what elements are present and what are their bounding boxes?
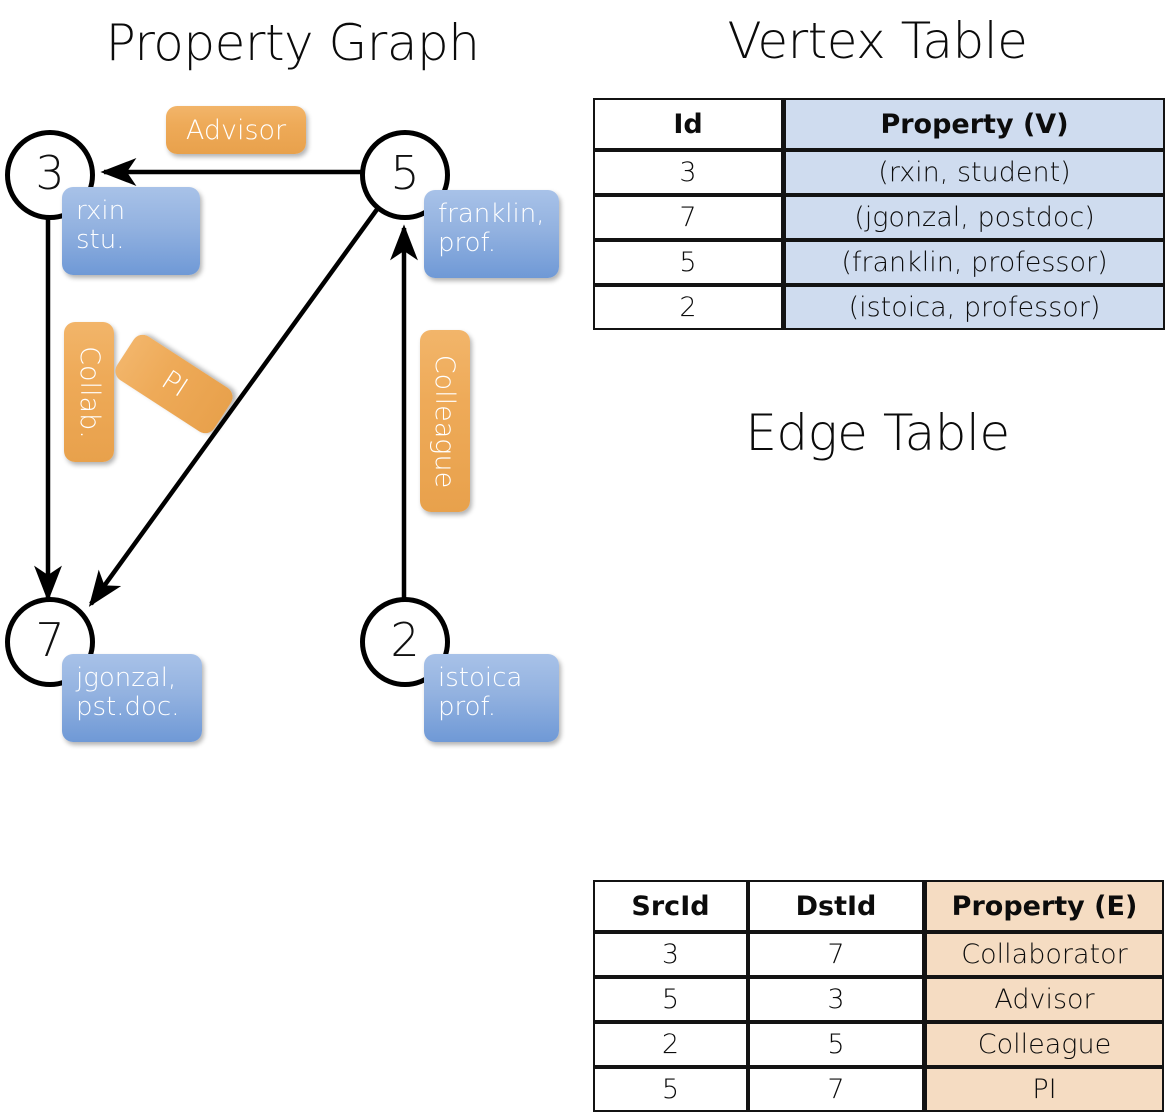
edge-cell-property: Advisor — [924, 977, 1164, 1022]
graph-node-5-label: 5 — [390, 146, 420, 200]
page-title-edge-table: Edge Table — [745, 404, 1010, 462]
vertex-callout-jgonzal: jgonzal, pst.doc. — [62, 654, 202, 742]
edge-table-header-row: SrcId DstId Property (E) — [593, 880, 1164, 932]
edge-cell-dstid: 5 — [748, 1022, 924, 1067]
graph-edges-svg — [34, 158, 418, 607]
table-row[interactable]: 5 3 Advisor — [593, 977, 1164, 1022]
vertex-callout-rxin: rxin stu. — [62, 187, 200, 275]
graph-node-2-label: 2 — [390, 613, 420, 667]
edge-cell-srcid: 3 — [593, 932, 748, 977]
edge-pi-5-to-7 — [88, 206, 380, 607]
edge-callout-pi-label: PI — [155, 364, 193, 404]
table-row[interactable]: 5 (franklin, professor) — [593, 240, 1165, 285]
edge-cell-srcid: 2 — [593, 1022, 748, 1067]
table-row[interactable]: 3 (rxin, student) — [593, 150, 1165, 195]
edge-cell-srcid: 5 — [593, 977, 748, 1022]
table-row[interactable]: 3 7 Collaborator — [593, 932, 1164, 977]
edge-callout-colleague-label: Colleague — [429, 354, 461, 488]
page-title-vertex-table: Vertex Table — [727, 12, 1028, 70]
edge-cell-dstid: 3 — [748, 977, 924, 1022]
table-row[interactable]: 2 5 Colleague — [593, 1022, 1164, 1067]
page-title-property-graph: Property Graph — [105, 14, 480, 72]
graph-node-2[interactable]: 2 — [360, 597, 450, 687]
vertex-table-header-id: Id — [593, 98, 783, 150]
edge-callout-advisor-label: Advisor — [185, 114, 287, 146]
edge-cell-property: Collaborator — [924, 932, 1164, 977]
vertex-table-header-row: Id Property (V) — [593, 98, 1165, 150]
edge-table-header-property: Property (E) — [924, 880, 1164, 932]
property-graph-panel: Property Graph 3 5 7 2 — [0, 0, 585, 760]
table-row[interactable]: 2 (istoica, professor) — [593, 285, 1165, 330]
edge-cell-srcid: 5 — [593, 1067, 748, 1112]
vertex-cell-property: (rxin, student) — [783, 150, 1165, 195]
edge-callout-collab: Collab. — [64, 322, 114, 462]
table-row[interactable]: 7 (jgonzal, postdoc) — [593, 195, 1165, 240]
table-row[interactable]: 5 7 PI — [593, 1067, 1164, 1112]
graph-node-3-label: 3 — [35, 146, 65, 200]
vertex-cell-id: 7 — [593, 195, 783, 240]
vertex-table: Id Property (V) 3 (rxin, student) 7 (jgo… — [593, 98, 1165, 330]
vertex-callout-franklin: franklin, prof. — [424, 190, 559, 278]
edge-callout-colleague: Colleague — [420, 330, 470, 512]
vertex-table-header-property: Property (V) — [783, 98, 1165, 150]
edge-cell-dstid: 7 — [748, 932, 924, 977]
edge-cell-property: PI — [924, 1067, 1164, 1112]
edge-callout-collab-label: Collab. — [73, 345, 105, 439]
graph-node-7-label: 7 — [35, 613, 65, 667]
edge-table-header-srcid: SrcId — [593, 880, 748, 932]
vertex-cell-id: 2 — [593, 285, 783, 330]
vertex-cell-property: (jgonzal, postdoc) — [783, 195, 1165, 240]
vertex-cell-id: 3 — [593, 150, 783, 195]
vertex-callout-istoica: istoica prof. — [424, 654, 559, 742]
graph-node-5[interactable]: 5 — [360, 130, 450, 220]
edge-table: SrcId DstId Property (E) 3 7 Collaborato… — [593, 880, 1164, 1112]
vertex-cell-id: 5 — [593, 240, 783, 285]
edge-callout-advisor: Advisor — [166, 106, 306, 154]
edge-table-header-dstid: DstId — [748, 880, 924, 932]
vertex-cell-property: (franklin, professor) — [783, 240, 1165, 285]
edge-cell-dstid: 7 — [748, 1067, 924, 1112]
edge-cell-property: Colleague — [924, 1022, 1164, 1067]
vertex-cell-property: (istoica, professor) — [783, 285, 1165, 330]
